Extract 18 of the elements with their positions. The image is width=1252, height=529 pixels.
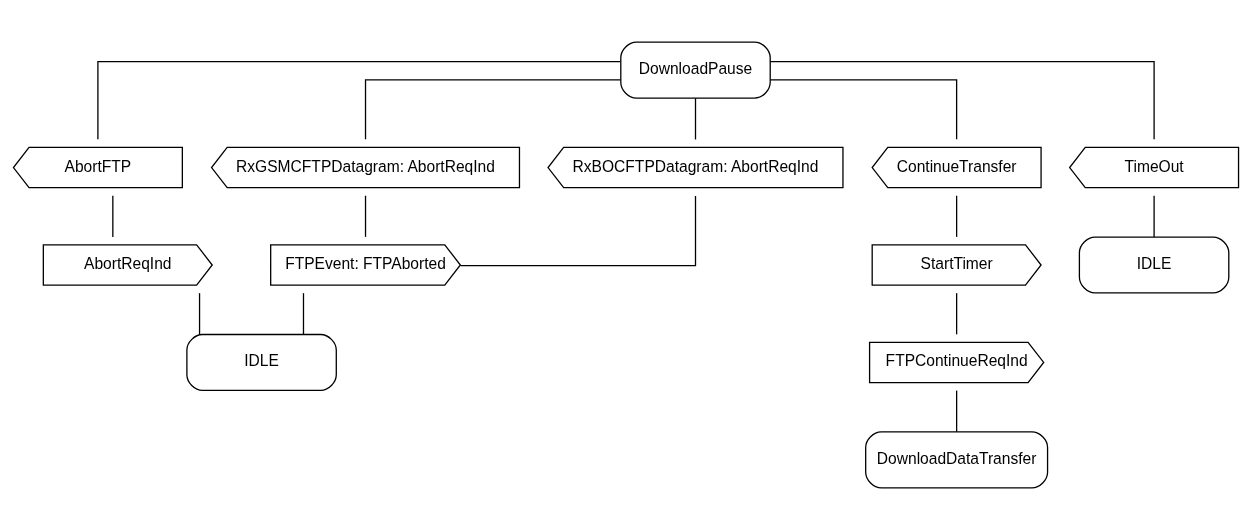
- connector: [97, 60, 622, 140]
- connector: [1153, 194, 1155, 238]
- connector: [956, 389, 958, 432]
- connector: [956, 194, 958, 238]
- node-box: DownloadPause: [620, 41, 771, 99]
- node-box: DownloadDataTransfer: [865, 430, 1049, 488]
- connector: [694, 97, 697, 140]
- connector: [198, 292, 201, 335]
- node-box: IDLE: [1078, 235, 1230, 294]
- connector: [769, 60, 1155, 140]
- connector: [364, 78, 622, 140]
- connector: [459, 194, 697, 266]
- connector: [364, 194, 367, 238]
- connector: [769, 78, 958, 140]
- connector: [956, 292, 958, 335]
- connector: [302, 292, 305, 335]
- connector: [112, 194, 114, 238]
- node-box: IDLE: [186, 333, 337, 391]
